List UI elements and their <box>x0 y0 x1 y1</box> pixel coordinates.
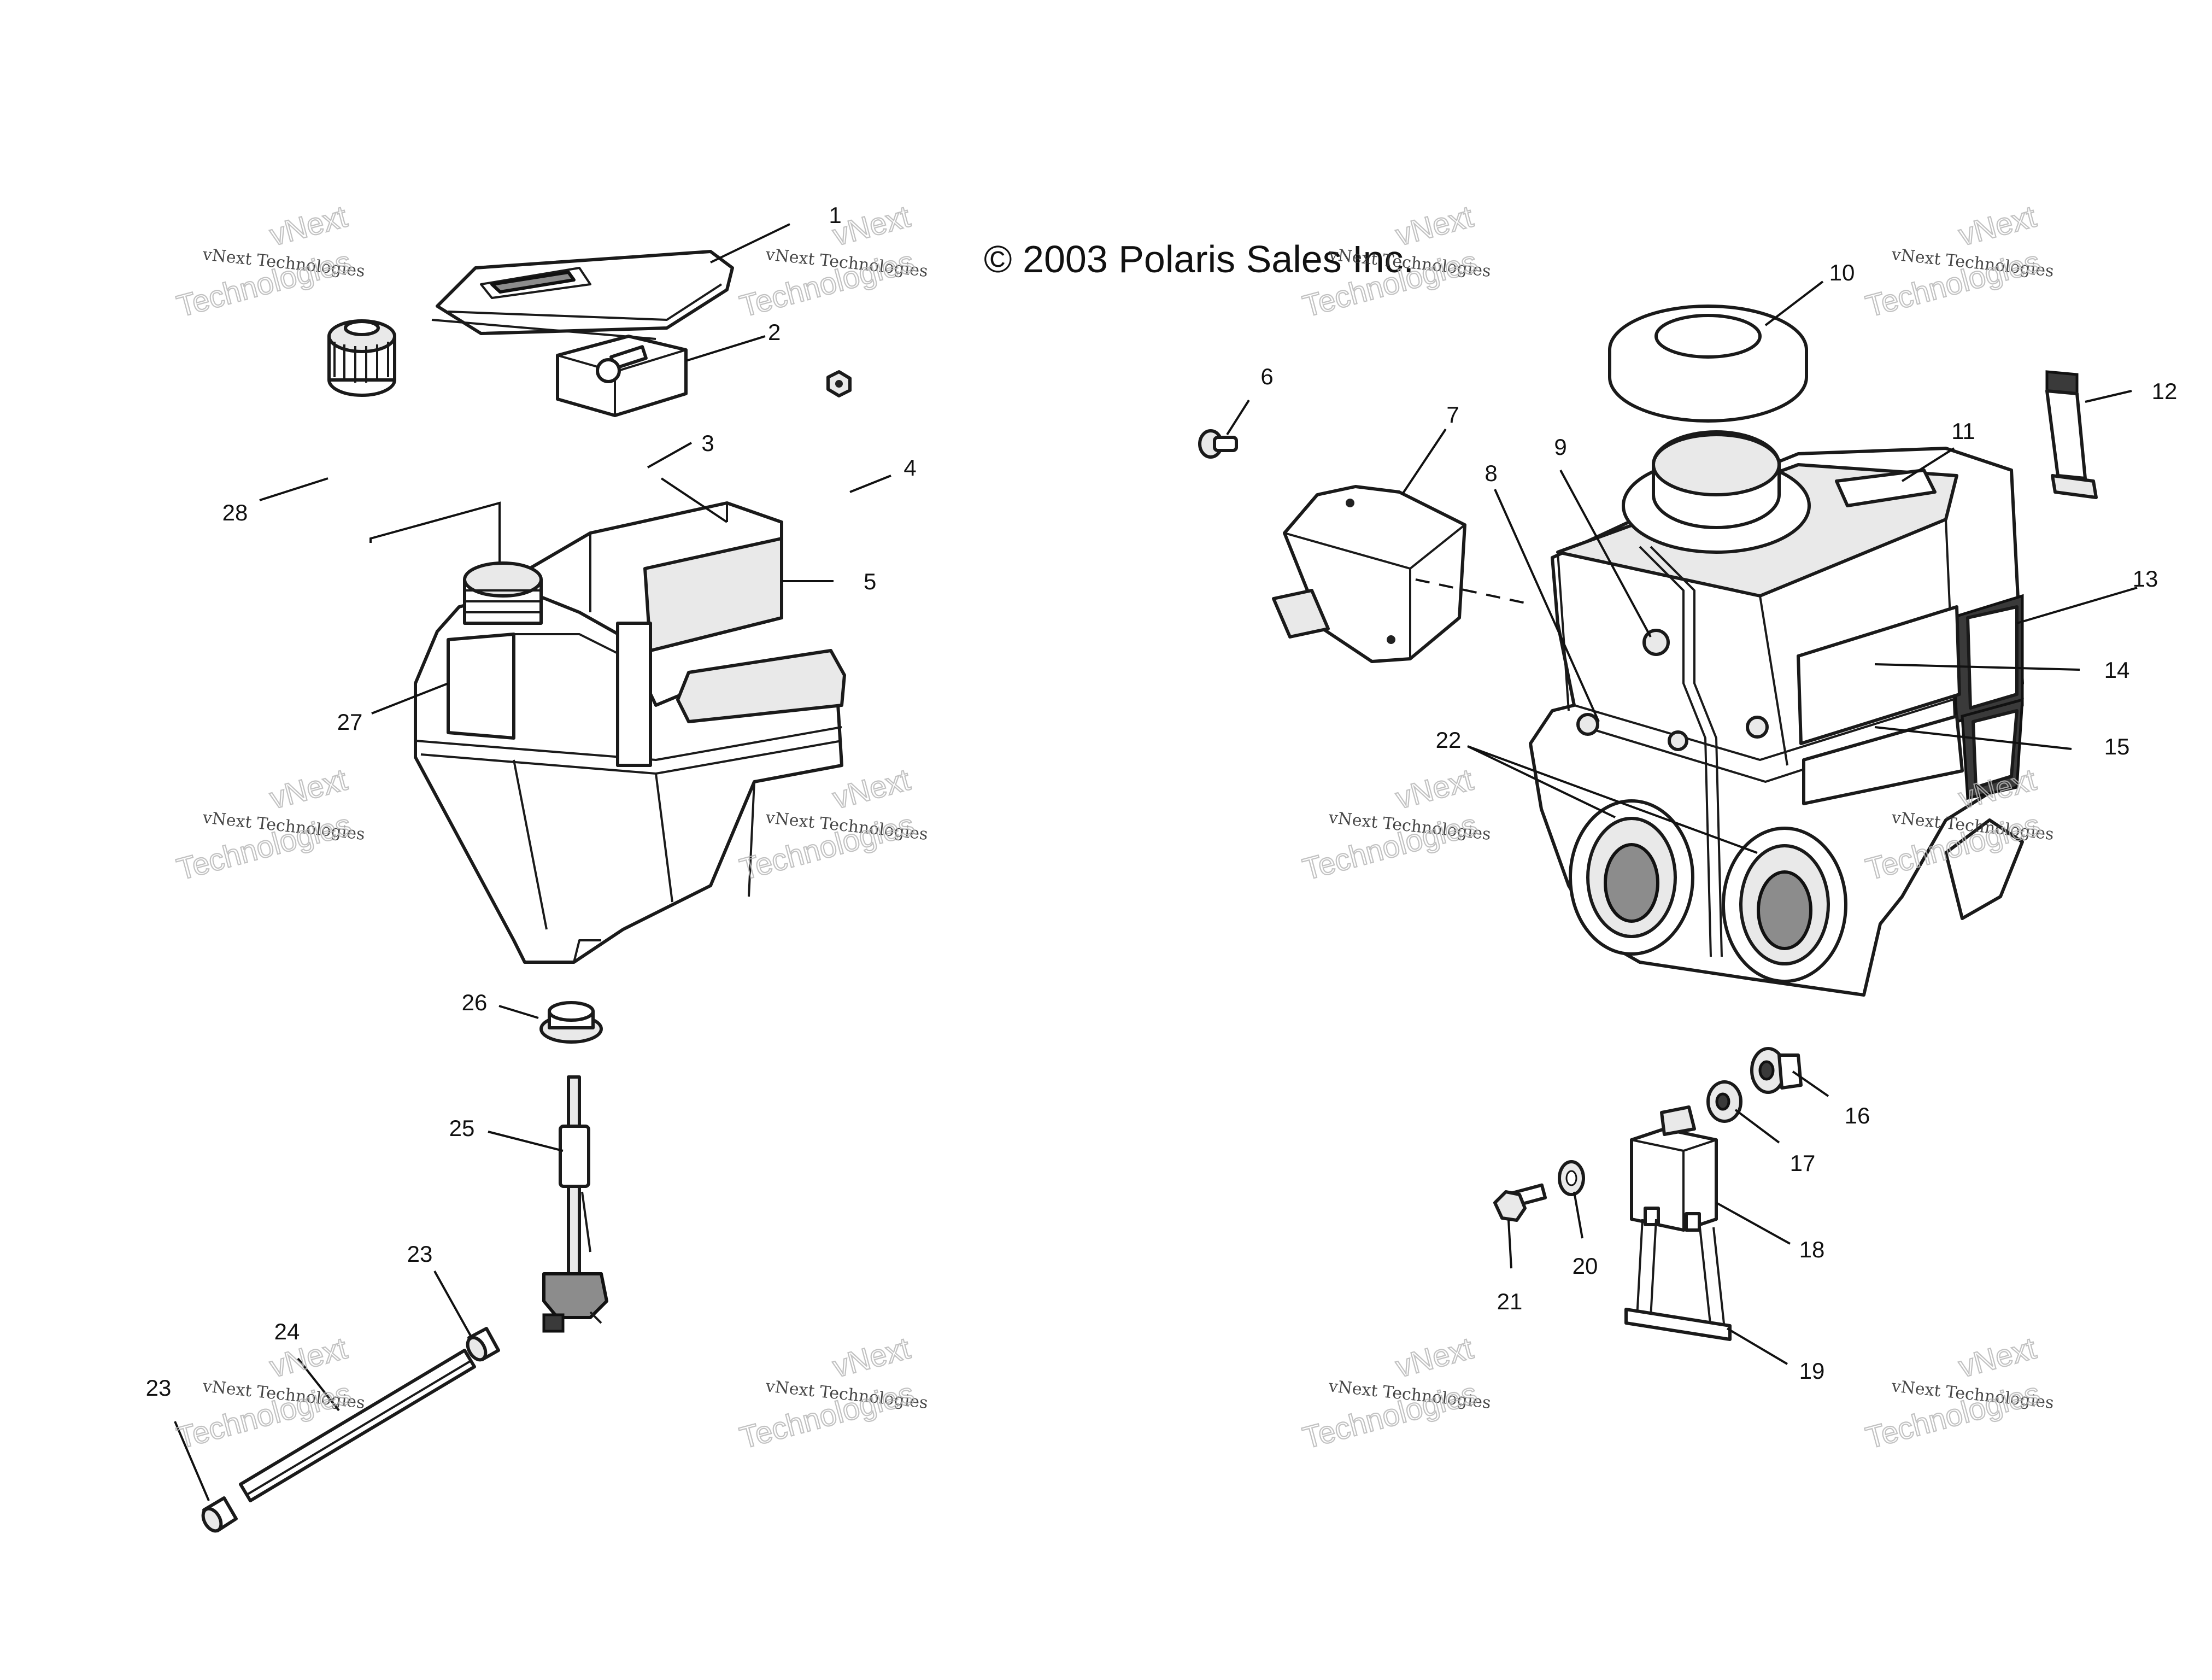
callout-10: 10 <box>1829 260 1855 285</box>
part-17-grommet <box>1706 1080 1742 1123</box>
part-27-oil-tank <box>414 561 846 964</box>
callout-13: 13 <box>2133 566 2158 592</box>
watermark: vNext vNext Technologies Technologies <box>1862 198 2055 324</box>
callout-16: 16 <box>1845 1103 1870 1128</box>
watermark: vNext vNext Technologies Technologies <box>173 761 366 887</box>
callout-23-upper: 23 <box>407 1241 433 1267</box>
callout-11: 11 <box>1951 418 1975 444</box>
part-10-filter-ring <box>1608 305 1808 423</box>
callout-27: 27 <box>337 709 363 735</box>
callout-25: 25 <box>449 1115 475 1141</box>
callout-12: 12 <box>2152 378 2178 404</box>
svg-text:vNext: vNext <box>1955 199 2040 253</box>
callout-7: 7 <box>1446 402 1459 428</box>
svg-text:vNext: vNext <box>829 199 914 253</box>
callout-23-lower: 23 <box>146 1375 172 1401</box>
callout-1: 1 <box>829 202 841 228</box>
callout-5: 5 <box>864 569 876 594</box>
airbox-body <box>1529 430 2024 997</box>
copyright-text: © 2003 Polaris Sales Inc. <box>984 238 1414 280</box>
watermark: vNext vNext Technologies Technologies <box>1299 1330 1492 1455</box>
cap-assembly-line <box>369 501 501 590</box>
part-25-sending-unit <box>542 1075 608 1333</box>
callout-15: 15 <box>2104 734 2130 759</box>
watermark: vNext vNext Technologies Technologies <box>1299 761 1492 887</box>
callout-14: 14 <box>2104 657 2130 683</box>
part-28-filler-cap <box>327 319 396 397</box>
callout-21: 21 <box>1497 1289 1523 1314</box>
part-3-bolt <box>596 345 648 383</box>
callout-18: 18 <box>1799 1237 1825 1262</box>
svg-text:vNext: vNext <box>1392 1331 1477 1384</box>
callout-4: 4 <box>903 455 916 481</box>
part-16-rubber-mount <box>1750 1047 1803 1094</box>
part-20-washer <box>1558 1160 1585 1196</box>
part-2-foam-block <box>556 335 688 417</box>
svg-text:vNext: vNext <box>266 199 351 253</box>
callout-28: 28 <box>222 500 248 525</box>
svg-text:vNext: vNext <box>829 1331 914 1384</box>
callout-8: 8 <box>1485 460 1497 486</box>
callout-24: 24 <box>274 1319 300 1344</box>
watermark: vNext vNext Technologies Technologies <box>173 198 366 324</box>
watermark: vNext vNext Technologies Technologies <box>1862 1330 2055 1455</box>
part-24-hose <box>239 1349 476 1502</box>
part-23-clamp-lower <box>201 1496 238 1533</box>
part-6-rivet <box>1198 429 1238 459</box>
callout-20: 20 <box>1573 1253 1598 1279</box>
part-5-tank-bracket <box>523 501 783 786</box>
part-4-nut <box>826 370 852 397</box>
callout-22: 22 <box>1436 727 1462 753</box>
watermark: vNext vNext Technologies Technologies <box>736 1330 929 1455</box>
callout-9: 9 <box>1554 434 1566 460</box>
callout-6: 6 <box>1260 364 1273 389</box>
part-18-ignition-coil <box>1630 1105 1718 1232</box>
callout-labels: 1 2 3 4 5 6 7 8 9 10 11 12 13 14 15 16 1… <box>146 202 2178 1401</box>
callout-2: 2 <box>768 319 781 345</box>
cdi-mount-line <box>1415 578 1531 605</box>
part-23-clamp-upper <box>466 1327 500 1362</box>
part-1-tank-cover <box>431 250 734 340</box>
callout-17: 17 <box>1790 1150 1816 1176</box>
part-19-coil-bracket <box>1624 1219 1732 1341</box>
svg-text:vNext: vNext <box>1392 199 1477 253</box>
svg-text:vNext: vNext <box>1955 1331 2040 1384</box>
callout-3: 3 <box>701 430 714 456</box>
part-26-grommet <box>539 1001 603 1044</box>
watermarks: vNext vNext Technologies Technologies vN… <box>173 198 2055 1455</box>
part-12-clip <box>2045 370 2098 499</box>
watermark: vNext vNext Technologies Technologies <box>1299 198 1492 324</box>
part-7-cdi-box <box>1272 485 1466 663</box>
leader-lines <box>174 223 2138 1501</box>
svg-text:vNext: vNext <box>266 762 351 816</box>
callout-26: 26 <box>462 990 488 1015</box>
part-21-flange-bolt <box>1493 1183 1547 1222</box>
svg-text:vNext: vNext <box>829 762 914 816</box>
svg-text:vNext: vNext <box>1392 762 1477 816</box>
callout-19: 19 <box>1799 1358 1825 1384</box>
